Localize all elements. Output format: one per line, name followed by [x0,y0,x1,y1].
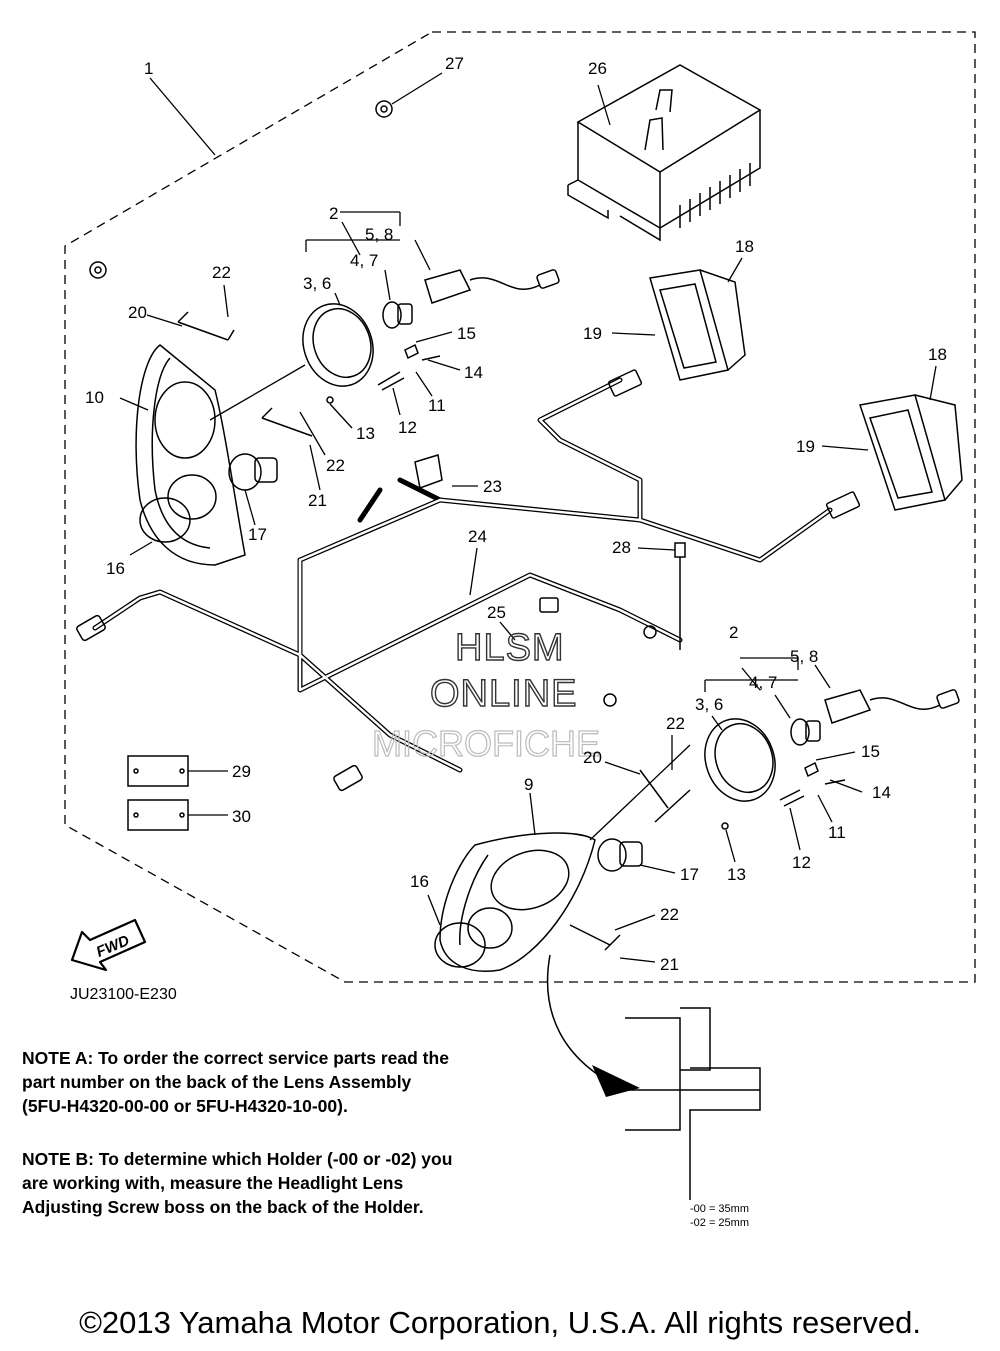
callout-16-upper: 16 [106,559,125,578]
callout-4-7-lower: 4, 7 [749,673,777,692]
watermark-line1: HLSM [455,627,565,669]
watermark: HLSM ONLINE MICROFICHE [371,626,600,764]
callout-27: 27 [445,54,464,73]
callout-3-6-upper: 3, 6 [303,274,331,293]
callout-23: 23 [483,477,502,496]
note-a-line1: NOTE A: To order the correct service par… [22,1048,449,1068]
copyright-footer: ©2013 Yamaha Motor Corporation, U.S.A. A… [79,1305,921,1340]
note-b: NOTE B: To determine which Holder (-00 o… [22,1147,542,1219]
callout-numbers: 1 27 26 2 5, 8 4, 7 3, 6 22 20 15 14 10 … [85,54,947,974]
callout-18-b: 18 [928,345,947,364]
detail-dimension-02: -02 = 25mm [690,1217,749,1229]
headlight-left-assembly [119,211,560,566]
figure-code: JU23100-E230 [70,986,177,1003]
callout-1: 1 [144,59,153,78]
callout-30: 30 [232,807,251,826]
detail-dimension-00: -00 = 35mm [690,1203,749,1215]
callout-13-lower: 13 [727,865,746,884]
callout-10: 10 [85,388,104,407]
callout-20-lower: 20 [583,748,602,767]
callout-2-upper: 2 [329,204,338,223]
callout-19-a: 19 [583,324,602,343]
callout-18-a: 18 [735,237,754,256]
callout-22-d: 22 [660,905,679,924]
callout-9: 9 [524,775,533,794]
callout-21-upper: 21 [308,491,327,510]
callout-22-c: 22 [666,714,685,733]
callout-15-lower: 15 [861,742,880,761]
callout-29: 29 [232,762,251,781]
callout-28: 28 [612,538,631,557]
cable-tie-part [637,542,686,650]
wire-harness-part [76,369,861,792]
callout-3-6-lower: 3, 6 [695,695,723,714]
callout-17-upper: 17 [248,525,267,544]
callout-26: 26 [588,59,607,78]
callout-14-lower: 14 [872,783,891,802]
callout-25: 25 [487,603,506,622]
callout-11-lower: 11 [828,823,846,842]
callout-19-b: 19 [796,437,815,456]
seal-boots-part [611,257,963,511]
ground-lead-part [89,72,443,279]
watermark-line2: ONLINE [430,673,577,715]
holder-detail-inset: -00 = 35mm -02 = 25mm [546,954,761,1229]
callout-24: 24 [468,527,487,546]
assembly-boundary [64,31,976,983]
callout-16-lower: 16 [410,872,429,891]
callout-15-upper: 15 [457,324,476,343]
note-a: NOTE A: To order the correct service par… [22,1046,542,1118]
fwd-arrow-icon: FWD [70,918,147,972]
note-b-line3: Adjusting Screw boss on the back of the … [22,1197,424,1217]
resistor-heatsink-part [567,64,762,242]
headlight-right-assembly [427,657,960,972]
note-a-line2: part number on the back of the Lens Asse… [22,1072,412,1092]
callout-13-upper: 13 [356,424,375,443]
watermark-line3: MICROFICHE [372,723,600,764]
label-plates-part [127,755,228,831]
note-a-line3: (5FU-H4320-00-00 or 5FU-H4320-10-00). [22,1096,348,1116]
note-b-line1: NOTE B: To determine which Holder (-00 o… [22,1149,453,1169]
callout-5-8-upper: 5, 8 [365,225,393,244]
callout-12-lower: 12 [792,853,811,872]
note-b-line2: are working with, measure the Headlight … [22,1173,404,1193]
callout-5-8-lower: 5, 8 [790,647,818,666]
callout-4-7-upper: 4, 7 [350,251,378,270]
callout-11-upper: 11 [428,396,446,415]
callout-22-b: 22 [326,456,345,475]
callout-20-upper: 20 [128,303,147,322]
callout-14-upper: 14 [464,363,483,382]
callout-17-lower: 17 [680,865,699,884]
callout-12-upper: 12 [398,418,417,437]
callout-2-lower: 2 [729,623,738,642]
callout-21-lower: 21 [660,955,679,974]
callout-22-a: 22 [212,263,231,282]
